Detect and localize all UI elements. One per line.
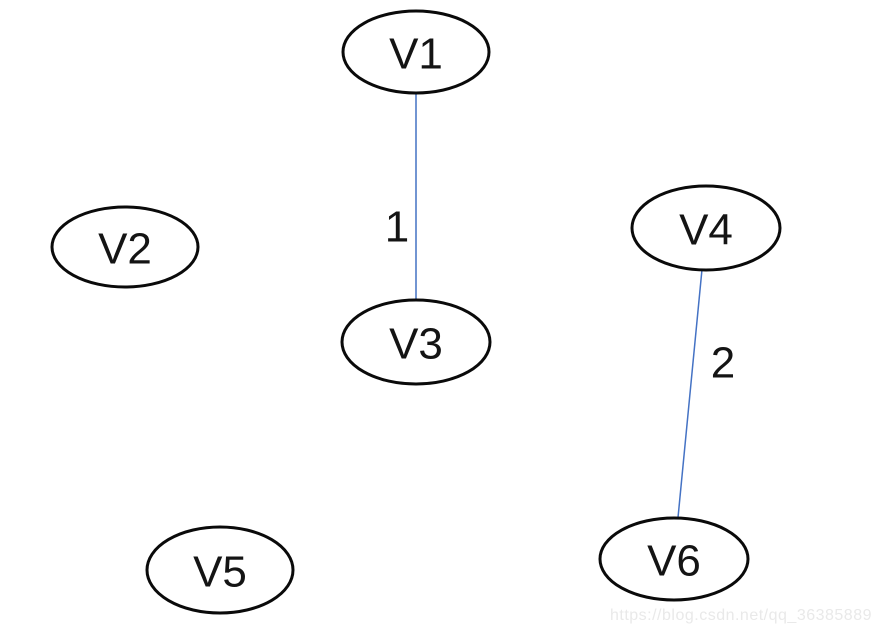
node-v2: V2 [50, 205, 200, 289]
node-ellipse-v5 [145, 525, 295, 615]
node-ellipse-v3 [340, 298, 492, 386]
node-v1: V1 [341, 9, 491, 95]
node-ellipse-v6 [598, 516, 750, 602]
node-v4: V4 [630, 184, 782, 272]
node-ellipse-v4 [630, 184, 782, 272]
node-label-v4: V4 [679, 206, 733, 255]
node-label-v3: V3 [389, 320, 443, 369]
node-v6: V6 [598, 516, 750, 602]
node-label-v6: V6 [647, 537, 701, 586]
edge-weight-v1-v3: 1 [385, 203, 409, 252]
node-v3: V3 [340, 298, 492, 386]
node-ellipse-v2 [50, 205, 200, 289]
edge-weight-v4-v6: 2 [711, 339, 735, 388]
node-label-v5: V5 [193, 548, 247, 597]
node-label-v1: V1 [389, 30, 443, 79]
edge-v4-v6 [677, 269, 703, 519]
node-v5: V5 [145, 525, 295, 615]
node-ellipse-v1 [341, 9, 491, 95]
node-label-v2: V2 [98, 225, 152, 274]
watermark-text: https://blog.csdn.net/qq_36385889 [609, 607, 872, 624]
